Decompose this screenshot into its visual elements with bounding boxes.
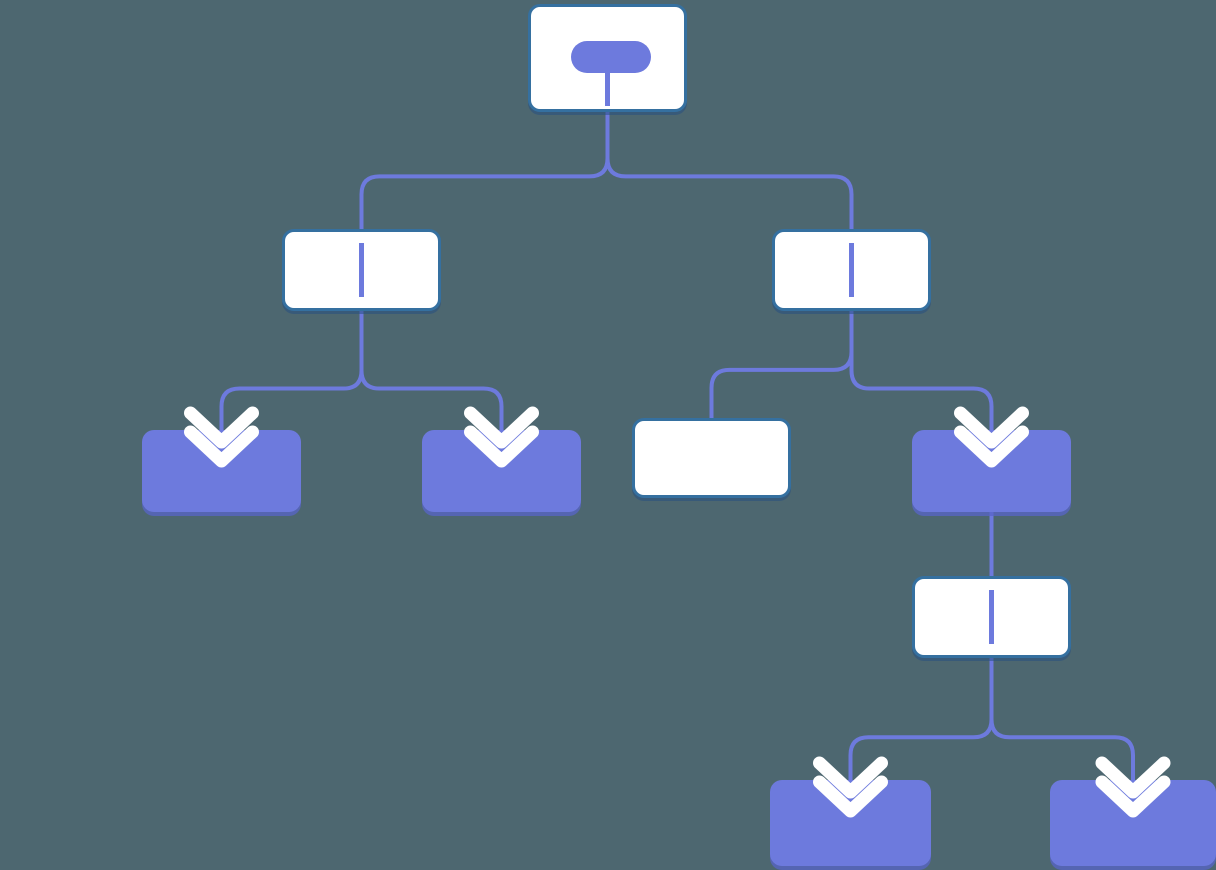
tree-node[interactable] [770,780,931,866]
tree-node[interactable] [422,430,581,512]
tree-node[interactable] [142,430,301,512]
tree-node[interactable] [912,430,1071,512]
tree-node[interactable] [1050,780,1216,866]
tree-node[interactable] [912,576,1071,658]
tree-node[interactable] [772,229,931,311]
tree-node[interactable] [528,4,687,112]
tree-node[interactable] [632,418,791,498]
tree-node[interactable] [282,229,441,311]
node-pill-badge [571,41,651,73]
